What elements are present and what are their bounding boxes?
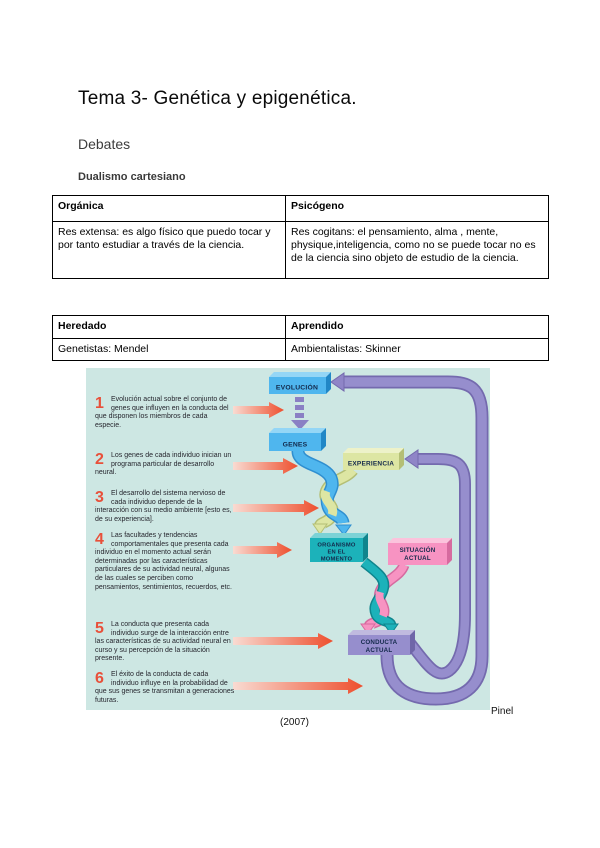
- situacion-box: [388, 538, 452, 565]
- figure-year: (2007): [280, 717, 309, 728]
- red-arrow-1: [233, 402, 284, 418]
- evolucion-box: [269, 372, 331, 394]
- situation-ribbon-arrowhead: [360, 623, 376, 635]
- experience-ribbon-arrowhead: [312, 523, 328, 535]
- organismo-label-line2: EN EL: [327, 550, 345, 556]
- situacion-label-line2: ACTUAL: [404, 555, 431, 562]
- section-heading: Dualismo cartesiano: [78, 171, 186, 183]
- red-arrows: [233, 402, 363, 694]
- organismo-box: [310, 533, 368, 562]
- genes-label: GENES: [283, 442, 308, 449]
- item-text: El desarrollo del sistema nervioso de ca…: [95, 490, 232, 523]
- item-number: 6: [95, 670, 104, 687]
- genes-box: [269, 428, 326, 451]
- genes-ribbon-arrowhead: [334, 524, 352, 536]
- item-text: Las facultades y tendencias comportament…: [95, 532, 232, 591]
- cell-res-cogitans: Res cogitans: el pensamiento, alma , men…: [285, 221, 549, 279]
- header-psicogeno: Psicógeno: [285, 195, 549, 222]
- item-text: La conducta que presenta cada individuo …: [95, 621, 231, 663]
- conducta-box: [348, 630, 415, 655]
- conducta-label-line2: ACTUAL: [366, 647, 393, 654]
- item-number: 5: [95, 620, 104, 637]
- red-arrow-5: [233, 633, 333, 649]
- cell-genetistas: Genetistas: Mendel: [52, 338, 286, 361]
- feedback-loop-outer: [330, 372, 489, 706]
- item-text: El éxito de la conducta de cada individu…: [95, 671, 235, 704]
- figure-source: Pinel: [491, 706, 514, 717]
- item-number: 2: [95, 451, 104, 468]
- header-heredado: Heredado: [52, 315, 286, 339]
- item-text: Evolución actual sobre el conjunto de ge…: [95, 396, 229, 429]
- dualismo-table: Orgánica Psicógeno Res extensa: es algo …: [52, 195, 549, 279]
- header-organica: Orgánica: [52, 195, 286, 222]
- experiencia-box: [343, 448, 404, 470]
- pinel-diagram: EVOLUCIÓN GENES EXPERIENCIA ORGANISMO EN…: [86, 368, 490, 710]
- cell-res-extensa: Res extensa: es algo físico que puedo to…: [52, 221, 286, 279]
- organism-ribbon-arrowhead: [383, 623, 399, 635]
- conducta-label-line1: CONDUCTA: [361, 639, 398, 646]
- heredado-table: Heredado Aprendido Genetistas: Mendel Am…: [52, 315, 549, 361]
- subtitle: Debates: [78, 136, 131, 152]
- situacion-label-line1: SITUACIÓN: [400, 546, 436, 554]
- item-number: 1: [95, 395, 104, 412]
- genes-experience-helix: [291, 449, 358, 536]
- table-row: Res extensa: es algo físico que puedo to…: [52, 221, 549, 279]
- item-number: 3: [95, 489, 104, 506]
- loop-arrowhead-evolucion: [330, 372, 345, 392]
- table-header-row: Heredado Aprendido: [52, 315, 549, 339]
- red-arrow-3: [233, 500, 319, 516]
- flowchart-svg: EVOLUCIÓN GENES EXPERIENCIA ORGANISMO EN…: [233, 372, 489, 706]
- cell-ambientalistas: Ambientalistas: Skinner: [285, 338, 549, 361]
- red-arrow-4: [233, 542, 292, 558]
- experiencia-label: EXPERIENCIA: [348, 461, 394, 468]
- item-text: Los genes de cada individuo inician un p…: [95, 452, 232, 477]
- dashed-arrow: [291, 397, 309, 430]
- loop-arrowhead-experiencia: [404, 449, 419, 469]
- table-row: Genetistas: Mendel Ambientalistas: Skinn…: [52, 338, 549, 361]
- red-arrow-6: [233, 678, 363, 694]
- table-header-row: Orgánica Psicógeno: [52, 195, 549, 222]
- organismo-label-line3: MOMENTO: [321, 557, 353, 563]
- header-aprendido: Aprendido: [285, 315, 549, 339]
- organism-situation-helix: [360, 557, 410, 635]
- organismo-label-line1: ORGANISMO: [317, 543, 355, 549]
- feedback-loop-inner: [404, 449, 471, 680]
- page-title: Tema 3- Genética y epigenética.: [78, 88, 357, 109]
- item-number: 4: [95, 531, 104, 548]
- red-arrow-2: [233, 458, 298, 474]
- evolucion-label: EVOLUCIÓN: [276, 383, 318, 392]
